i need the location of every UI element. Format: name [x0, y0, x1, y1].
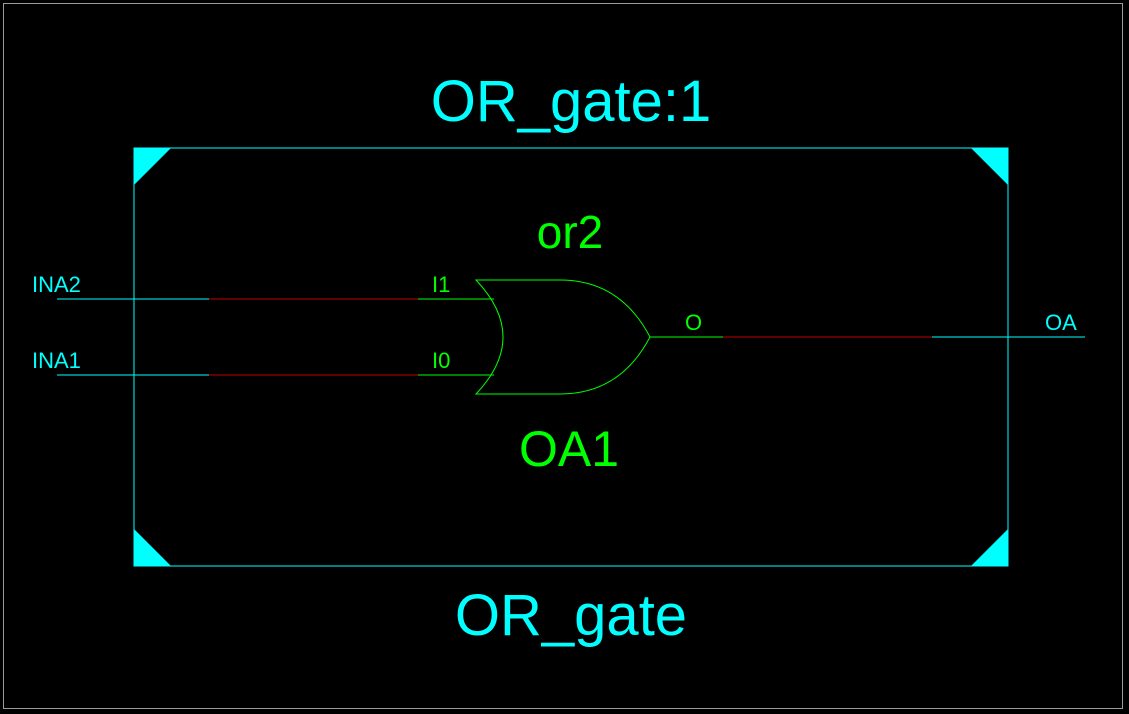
- port-label-ina2: INA2: [32, 272, 81, 297]
- block-corner-top-right: [971, 148, 1008, 185]
- pin-label-o: O: [685, 310, 702, 335]
- block-outline: [133, 147, 1009, 567]
- or-gate-block[interactable]: [133, 147, 1009, 567]
- block-instance-label: OR_gate:1: [431, 69, 712, 134]
- sheet-border: [3, 3, 1123, 709]
- port-label-ina1: INA1: [32, 348, 81, 373]
- block-corner-bottom-left: [134, 529, 171, 566]
- gate-instance-label: OA1: [519, 421, 619, 477]
- port-label-oa: OA: [1045, 310, 1077, 335]
- pin-label-i1: I1: [432, 272, 450, 297]
- or2-gate-symbol[interactable]: [474, 279, 651, 395]
- block-module-label: OR_gate: [455, 583, 687, 648]
- block-corner-top-left: [134, 148, 171, 185]
- gate-type-label: or2: [537, 206, 603, 258]
- block-corner-bottom-right: [971, 529, 1008, 566]
- pin-label-i0: I0: [432, 348, 450, 373]
